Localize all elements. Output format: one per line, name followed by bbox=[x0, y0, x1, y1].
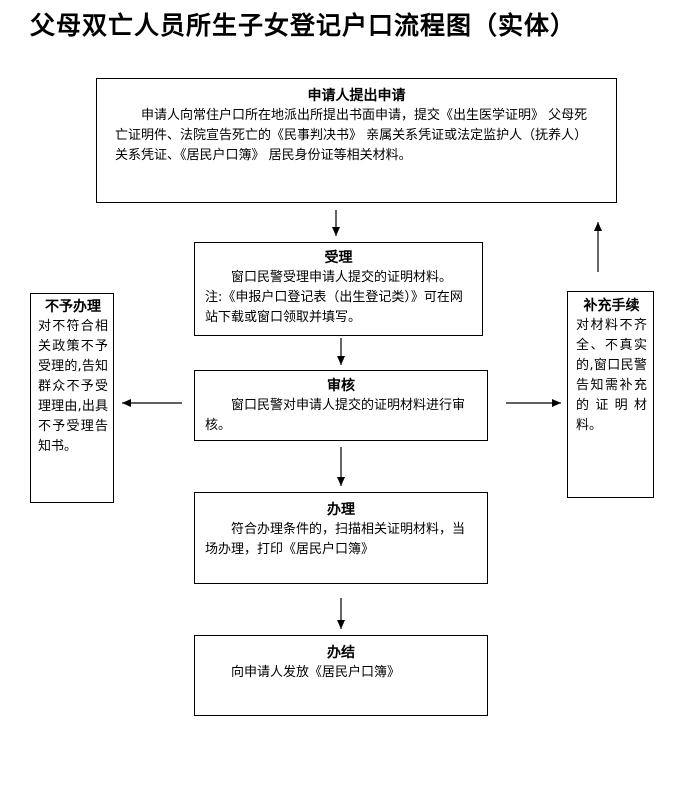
step-reject-text: 对不符合相关政策不予受理的,告知群众不予受理理由,出具不予受理告知书。 bbox=[38, 319, 108, 454]
step-review: 审核 窗口民警对申请人提交的证明材料进行审核。 bbox=[194, 370, 488, 441]
step-apply-heading: 申请人提出申请 bbox=[307, 88, 406, 104]
step-apply: 申请人提出申请 申请人向常住户口所在地派出所提出书面申请，提交《出生医学证明》 … bbox=[96, 78, 617, 203]
step-review-heading: 审核 bbox=[327, 378, 355, 394]
page-title: 父母双亡人员所生子女登记户口流程图（实体） bbox=[30, 11, 577, 40]
step-supplement-text: 对材料不齐全、不真实的,窗口民警告知需补充的证明材料。 bbox=[576, 318, 647, 433]
step-finish-heading: 办结 bbox=[327, 645, 355, 661]
step-accept-note: 注:《申报户口登记表（出生登记类）》可在网站下载或窗口领取并填写。 bbox=[205, 290, 463, 325]
step-process-heading: 办理 bbox=[327, 502, 355, 518]
step-accept: 受理 窗口民警受理申请人提交的证明材料。 注:《申报户口登记表（出生登记类）》可… bbox=[194, 242, 483, 336]
step-supplement: 补充手续 对材料不齐全、不真实的,窗口民警告知需补充的证明材料。 bbox=[567, 291, 654, 498]
step-reject-heading: 不予办理 bbox=[45, 299, 101, 315]
step-finish: 办结 向申请人发放《居民户口簿》 bbox=[194, 635, 488, 716]
step-apply-text: 申请人向常住户口所在地派出所提出书面申请，提交《出生医学证明》 父母死亡证明件、… bbox=[115, 108, 588, 163]
step-accept-heading: 受理 bbox=[324, 250, 353, 266]
step-process: 办理 符合办理条件的，扫描相关证明材料，当场办理，打印《居民户口簿》 bbox=[194, 492, 488, 584]
step-supplement-heading: 补充手续 bbox=[583, 298, 640, 314]
step-accept-text: 窗口民警受理申请人提交的证明材料。 bbox=[231, 270, 453, 285]
step-review-text: 窗口民警对申请人提交的证明材料进行审核。 bbox=[205, 398, 466, 433]
step-finish-text: 向申请人发放《居民户口簿》 bbox=[231, 665, 401, 680]
step-reject: 不予办理 对不符合相关政策不予受理的,告知群众不予受理理由,出具不予受理告知书。 bbox=[30, 293, 114, 503]
step-process-text: 符合办理条件的，扫描相关证明材料，当场办理，打印《居民户口簿》 bbox=[205, 522, 466, 557]
